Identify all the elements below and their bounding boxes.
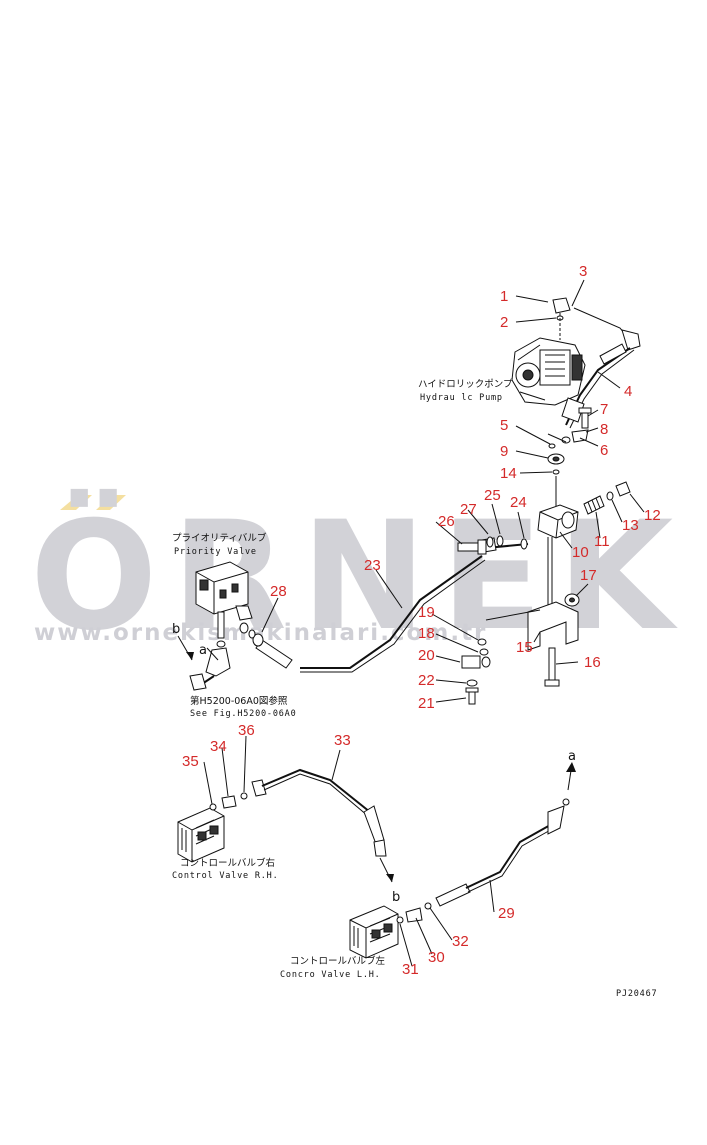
- callout-34: 34: [210, 738, 227, 755]
- drawing-id: PJ20467: [616, 989, 657, 999]
- ref-a-bottom: a: [568, 749, 576, 764]
- priority-valve-ports: [177, 635, 231, 691]
- pump-fittings: [547, 407, 592, 506]
- callout-7: 7: [600, 401, 608, 418]
- callouts: 1 2 3 4 5 6 7 8 9 10 11 12 13 14 15 16 1…: [182, 263, 661, 978]
- see-fig-label-jp: 第H5200-06A0図参照: [190, 695, 288, 707]
- callout-14: 14: [500, 465, 517, 482]
- callout-27: 27: [460, 501, 477, 518]
- component-labels: ハイドロリックポンプ Hydrau lc Pump プライオリティバルブ Pri…: [172, 379, 657, 999]
- callout-33: 33: [334, 732, 351, 749]
- callout-31: 31: [402, 961, 419, 978]
- callout-24: 24: [510, 494, 527, 511]
- pipe-23: [248, 535, 529, 673]
- callout-32: 32: [452, 933, 469, 950]
- callout-36: 36: [238, 722, 255, 739]
- callout-6: 6: [600, 442, 608, 459]
- callout-21: 21: [418, 695, 435, 712]
- priority-valve: [195, 561, 253, 648]
- control-valve-rh-label-jp: コントロールバルブ右: [180, 857, 275, 869]
- fittings-18-22: [461, 609, 541, 705]
- callout-13: 13: [622, 517, 639, 534]
- callout-1: 1: [500, 288, 508, 305]
- control-valve-rh-label-en: Control Valve R.H.: [172, 871, 279, 881]
- ref-b-top: b: [172, 622, 180, 637]
- callout-16: 16: [584, 654, 601, 671]
- hydraulic-pump-label-en: Hydrau lc Pump: [420, 393, 503, 403]
- ref-a-top: a: [199, 643, 207, 658]
- ref-b-bottom: b: [392, 890, 400, 905]
- callout-30: 30: [428, 949, 445, 966]
- callout-4: 4: [624, 383, 632, 400]
- priority-valve-label-en: Priority Valve: [174, 547, 257, 557]
- see-fig-label-en: See Fig.H5200-06A0: [190, 709, 297, 719]
- callout-9: 9: [500, 443, 508, 460]
- callout-10: 10: [572, 544, 589, 561]
- callout-5: 5: [500, 417, 508, 434]
- callout-25: 25: [484, 487, 501, 504]
- callout-26: 26: [438, 513, 455, 530]
- watermark-accent-left: [60, 495, 92, 510]
- callout-8: 8: [600, 421, 608, 438]
- callout-28: 28: [270, 583, 287, 600]
- hydraulic-pump: [511, 297, 586, 406]
- callout-23: 23: [364, 557, 381, 574]
- callout-17: 17: [580, 567, 597, 584]
- callout-2: 2: [500, 314, 508, 331]
- watermark-accent-right: [96, 495, 126, 510]
- callout-29: 29: [498, 905, 515, 922]
- callout-22: 22: [418, 672, 435, 689]
- callout-19: 19: [418, 604, 435, 621]
- leader-lines: [203, 279, 645, 967]
- bracket-15: [527, 593, 580, 687]
- control-valve-rh: [177, 768, 394, 883]
- callout-18: 18: [418, 625, 435, 642]
- hose-4: [561, 307, 641, 429]
- control-valve-lh: [349, 762, 576, 959]
- callout-11: 11: [594, 533, 610, 550]
- priority-valve-label-jp: プライオリティバルブ: [172, 532, 267, 544]
- callout-20: 20: [418, 647, 435, 664]
- control-valve-lh-label-en: Concro Valve L.H.: [280, 970, 381, 980]
- callout-35: 35: [182, 753, 199, 770]
- callout-12: 12: [644, 507, 661, 524]
- hydraulic-pump-label-jp: ハイドロリックポンプ: [418, 379, 513, 390]
- callout-15: 15: [516, 639, 533, 656]
- control-valve-lh-label-jp: コントロールバルブ左: [290, 955, 386, 967]
- block-10: [537, 481, 631, 615]
- callout-3: 3: [579, 263, 587, 280]
